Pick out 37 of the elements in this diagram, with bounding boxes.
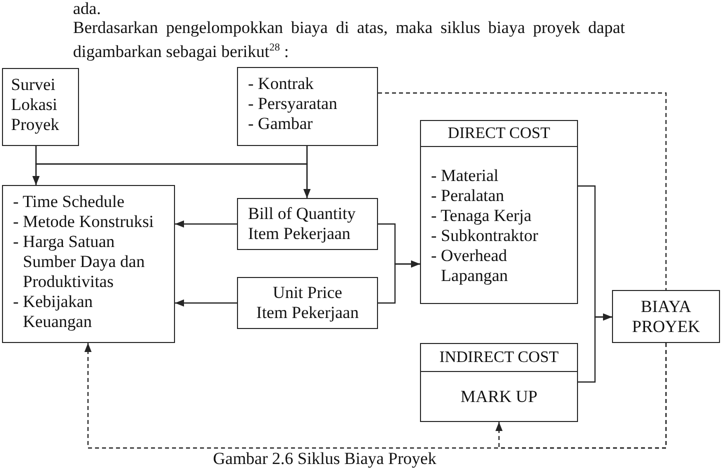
dashed-arrow bbox=[495, 343, 667, 449]
result-box bbox=[612, 290, 720, 343]
list-item: - Overhead Lapangan bbox=[431, 246, 509, 286]
body-text: ada. bbox=[73, 0, 101, 17]
list-box bbox=[2, 185, 175, 343]
box-label: Unit Price Item Pekerjaan bbox=[255, 283, 360, 323]
list-item: - Time Schedule bbox=[13, 192, 124, 212]
cost-box bbox=[420, 120, 578, 304]
box-label: BIAYA PROYEK bbox=[630, 296, 701, 336]
list-item: - Material bbox=[431, 166, 498, 186]
arrow bbox=[175, 299, 237, 307]
list-item: - Persyaratan bbox=[248, 94, 338, 114]
list-item: - Gambar bbox=[248, 114, 313, 134]
figure-caption: Gambar 2.6 Siklus Biaya Proyek bbox=[213, 451, 436, 467]
box-heading: INDIRECT COST bbox=[421, 344, 577, 372]
box-heading: DIRECT COST bbox=[421, 121, 577, 147]
box-label: MARK UP bbox=[460, 386, 538, 406]
dashed-connector-line bbox=[378, 92, 667, 290]
list-item: - Kebijakan Keuangan bbox=[13, 292, 94, 332]
process-box bbox=[237, 198, 378, 250]
list-item: - Peralatan bbox=[431, 186, 504, 206]
list-item: - Tenaga Kerja bbox=[431, 206, 532, 226]
box-label: Survei Lokasi Proyek bbox=[11, 75, 60, 135]
process-box bbox=[237, 277, 378, 329]
list-item: - Kontrak bbox=[248, 74, 314, 94]
list-box bbox=[237, 67, 378, 146]
list-item: - Metode Konstruksi bbox=[13, 212, 154, 232]
arrow bbox=[578, 313, 612, 383]
paragraph-text: Berdasarkan pengelompokkan biaya di atas, maka siklus biaya proyek dapat digambarkan sebagai berikut$^{28}$ : bbox=[73, 17, 625, 63]
arrow bbox=[378, 260, 420, 304]
list-item: - Subkontraktor bbox=[431, 226, 538, 246]
box-label: Bill of Quantity Item Pekerjaan bbox=[248, 204, 357, 244]
process-box bbox=[2, 68, 79, 146]
arrow bbox=[175, 220, 237, 228]
cost-box bbox=[420, 343, 578, 422]
list-item: - Harga Satuan Sumber Daya dan Produktivitas bbox=[13, 232, 146, 292]
arrow bbox=[303, 146, 311, 198]
